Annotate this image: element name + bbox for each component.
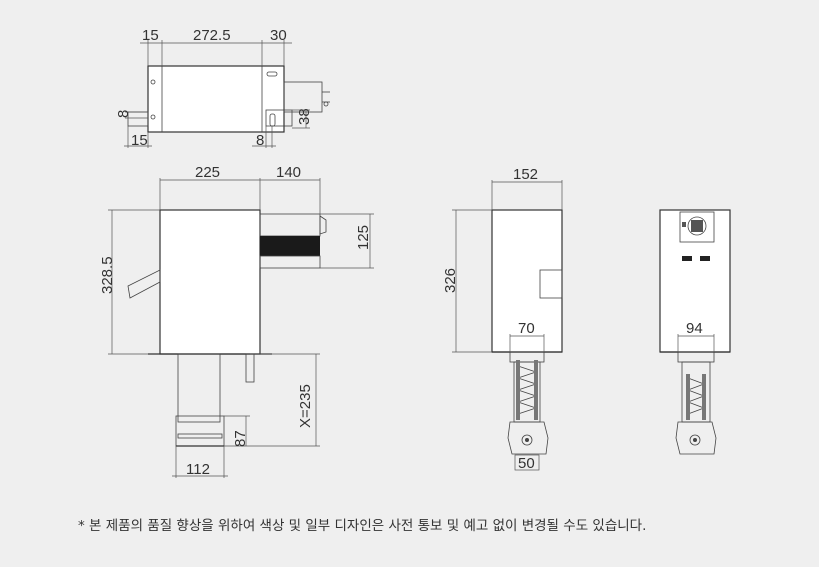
- top-view: 15 272.5 30 8 38 15 8: [115, 27, 330, 149]
- dim-top-272-5: 272.5: [193, 27, 231, 44]
- back-view-body: [659, 209, 731, 353]
- dim-top-15: 15: [142, 27, 159, 44]
- dim-front-x235: X=235: [297, 384, 314, 428]
- back-view: 94: [659, 209, 731, 455]
- dim-front-87: 87: [232, 430, 249, 447]
- top-cable-box: [283, 81, 323, 113]
- dim-side-152: 152: [513, 166, 538, 183]
- front-view: 225 140 328.5 125 X=235 87 112: [99, 164, 374, 478]
- top-view-body: [147, 65, 285, 133]
- dim-top-8-bottom: 8: [256, 132, 264, 149]
- dim-top-30: 30: [270, 27, 287, 44]
- dim-front-112: 112: [186, 461, 210, 478]
- side-view-body: [491, 209, 563, 353]
- dim-side-50: 50: [518, 455, 535, 472]
- side-view: 152 326 70 50: [442, 166, 563, 472]
- footnote: * 본 제품의 품질 향상을 위하여 색상 및 일부 디자인은 사전 통보 및 …: [78, 518, 647, 534]
- dim-front-140: 140: [276, 164, 301, 181]
- front-view-body: [159, 209, 261, 355]
- dim-front-328-5: 328.5: [99, 256, 116, 294]
- dim-side-70: 70: [518, 320, 535, 337]
- dim-side-326: 326: [442, 268, 459, 293]
- dim-top-38: 38: [296, 108, 313, 125]
- dim-top-15-bottom: 15: [131, 132, 148, 149]
- dim-front-225: 225: [195, 164, 220, 181]
- dim-front-125: 125: [355, 225, 372, 250]
- dim-top-8-left: 8: [115, 110, 132, 118]
- dim-back-94: 94: [686, 320, 703, 337]
